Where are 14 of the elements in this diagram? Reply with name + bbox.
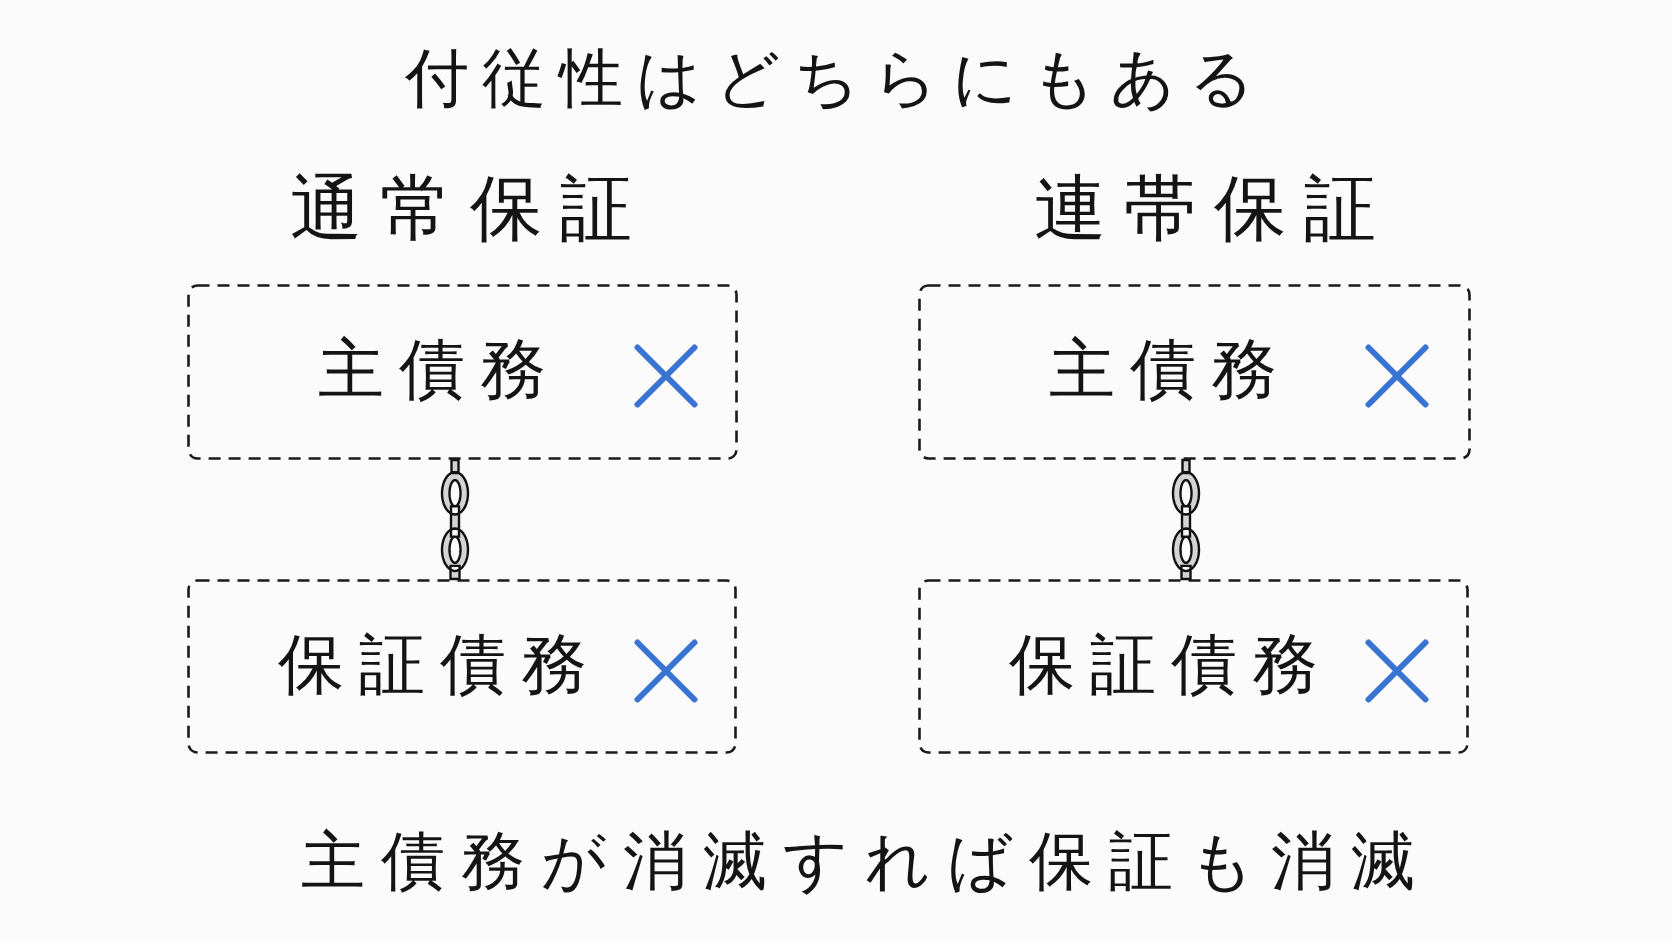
box-label: 主債務 bbox=[318, 332, 561, 408]
box-label: 保証債務 bbox=[1008, 626, 1333, 703]
dashed-box bbox=[918, 284, 1471, 460]
dashed-box bbox=[187, 579, 737, 754]
dashed-box bbox=[918, 579, 1469, 754]
column-heading: 通常保証 bbox=[290, 166, 650, 250]
caption-text: 主債務が消滅すれば保証も消滅 bbox=[301, 825, 1431, 899]
dashed-box bbox=[187, 284, 738, 460]
chain-connector bbox=[1171, 458, 1201, 581]
title: 付従性はどちらにもある bbox=[405, 42, 1268, 116]
column-heading: 連帯保証 bbox=[1034, 166, 1394, 250]
box-label: 主債務 bbox=[1049, 332, 1292, 408]
box-label: 保証債務 bbox=[277, 626, 602, 703]
chain-connector bbox=[440, 458, 470, 581]
